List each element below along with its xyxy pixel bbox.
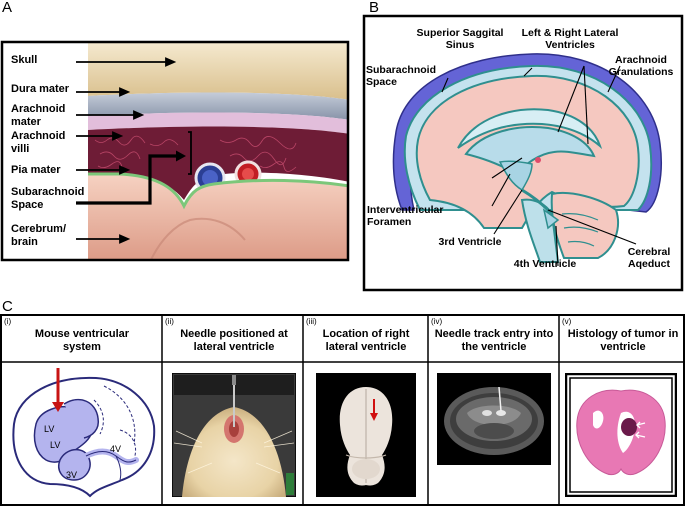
subpanel-i-title: Mouse ventricular system [34, 328, 130, 353]
subpanel-ii-title: Needle positioned at lateral ventricle [180, 328, 288, 353]
label-cerebral-aqueduct: Cerebral Aqeduct [627, 246, 671, 270]
mouse-label-4v: 4V [110, 444, 122, 454]
label-cerebrum-brain: Cerebrum/ brain [11, 223, 67, 248]
label-superior-sagittal-sinus: Superior Saggital Sinus [416, 27, 504, 51]
brain-location-photo [316, 373, 416, 497]
mouse-ventricular-diagram [12, 368, 156, 498]
subpanel-v-number: (v) [562, 317, 572, 326]
subpanel-iii-title: Location of right lateral ventricle [322, 328, 410, 353]
label-interventricular-foramen: Interventricular Foramen [367, 204, 444, 228]
subpanel-iv-number: (iv) [431, 317, 443, 326]
panel-c-frame [0, 314, 685, 506]
tumor-mass [621, 418, 637, 436]
subpanel-iii-number: (iii) [306, 317, 317, 326]
label-skull: Skull [11, 54, 38, 66]
panel-a-illustration [0, 40, 350, 262]
tumor-histology-image [565, 373, 677, 497]
mouse-label-lv-2: LV [50, 440, 61, 450]
label-lateral-ventricles: Left & Right Lateral Ventricles [521, 27, 619, 51]
panel-a-letter: A [2, 0, 13, 16]
arachnoid-layer [88, 112, 348, 134]
mouse-label-3v: 3V [66, 470, 78, 480]
panel-b-illustration [362, 14, 684, 292]
fourth-ventricle-shape [542, 208, 560, 230]
label-subarachnoid-space-b: Subarachnoid Space [366, 64, 437, 88]
brain-layer [88, 174, 348, 260]
subpanel-v-title: Histology of tumor in ventricle [567, 328, 679, 353]
label-third-ventricle: 3rd Ventricle [438, 236, 502, 248]
needle-position-photo [172, 373, 296, 497]
label-arachnoid-villi: Arachnoid villi [11, 130, 66, 155]
label-pia-mater: Pia mater [11, 164, 61, 176]
label-fourth-ventricle: 4th Ventricle [513, 258, 577, 270]
label-arachnoid-granulations: Arachnoid Granulations [608, 54, 674, 78]
label-dura-mater: Dura mater [11, 83, 70, 95]
subpanel-iv-title: Needle track entry into the ventricle [434, 328, 554, 353]
pia-line [88, 172, 348, 210]
mouse-label-lv-1: LV [44, 424, 55, 434]
subpanel-ii-number: (ii) [165, 317, 174, 326]
dura-layer [88, 92, 348, 120]
panel-c-letter: C [2, 298, 13, 315]
label-subarachnoid-space: Subarachnoid Space [11, 186, 85, 211]
panel-b-letter: B [369, 0, 380, 16]
skull-layer [88, 42, 348, 100]
label-arachnoid-mater: Arachnoid mater [11, 103, 66, 128]
subpanel-i-number: (i) [4, 317, 12, 326]
third-ventricle-shape-mouse [58, 448, 91, 481]
mri-needle-track-image [437, 373, 551, 465]
